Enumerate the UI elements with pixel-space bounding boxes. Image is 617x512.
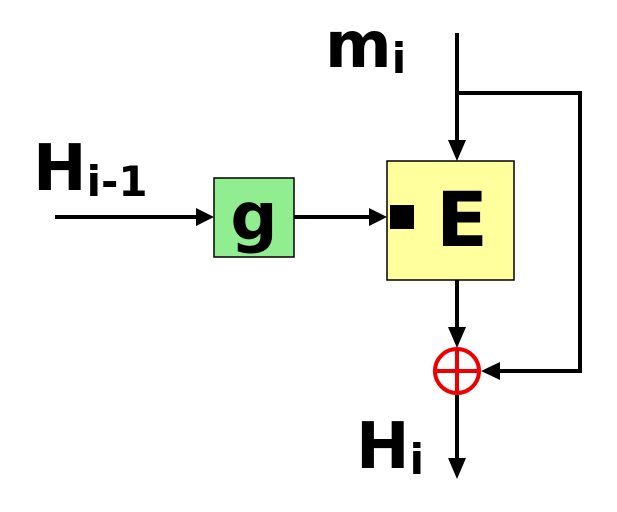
arrowhead-into-g (196, 208, 214, 226)
g-box (213, 177, 295, 258)
label-h-i: Hi (356, 410, 424, 484)
arrowhead-g-into-e (369, 208, 387, 226)
arrowhead-e-into-xor (448, 327, 466, 348)
label-m-i-main: m (325, 9, 392, 83)
arrowhead-message-into-e (448, 140, 466, 161)
label-h-i-minus-1: Hi-1 (33, 132, 148, 206)
label-h-i-minus-1-sub: i-1 (87, 157, 148, 206)
label-h-i-sub: i (410, 435, 424, 484)
g-box-label: g (230, 178, 277, 255)
arrowhead-output (448, 458, 466, 479)
feedforward-line (457, 91, 582, 373)
label-m-i-sub: i (392, 34, 406, 83)
key-input-square (390, 205, 414, 229)
xor-symbol (433, 347, 481, 395)
arrowhead-feedforward-into-xor (481, 362, 500, 380)
label-h-i-minus-1-main: H (33, 132, 87, 206)
label-m-i: mi (325, 9, 406, 83)
label-h-i-main: H (356, 410, 410, 484)
e-box-label: E (436, 175, 488, 264)
e-box (386, 160, 515, 281)
